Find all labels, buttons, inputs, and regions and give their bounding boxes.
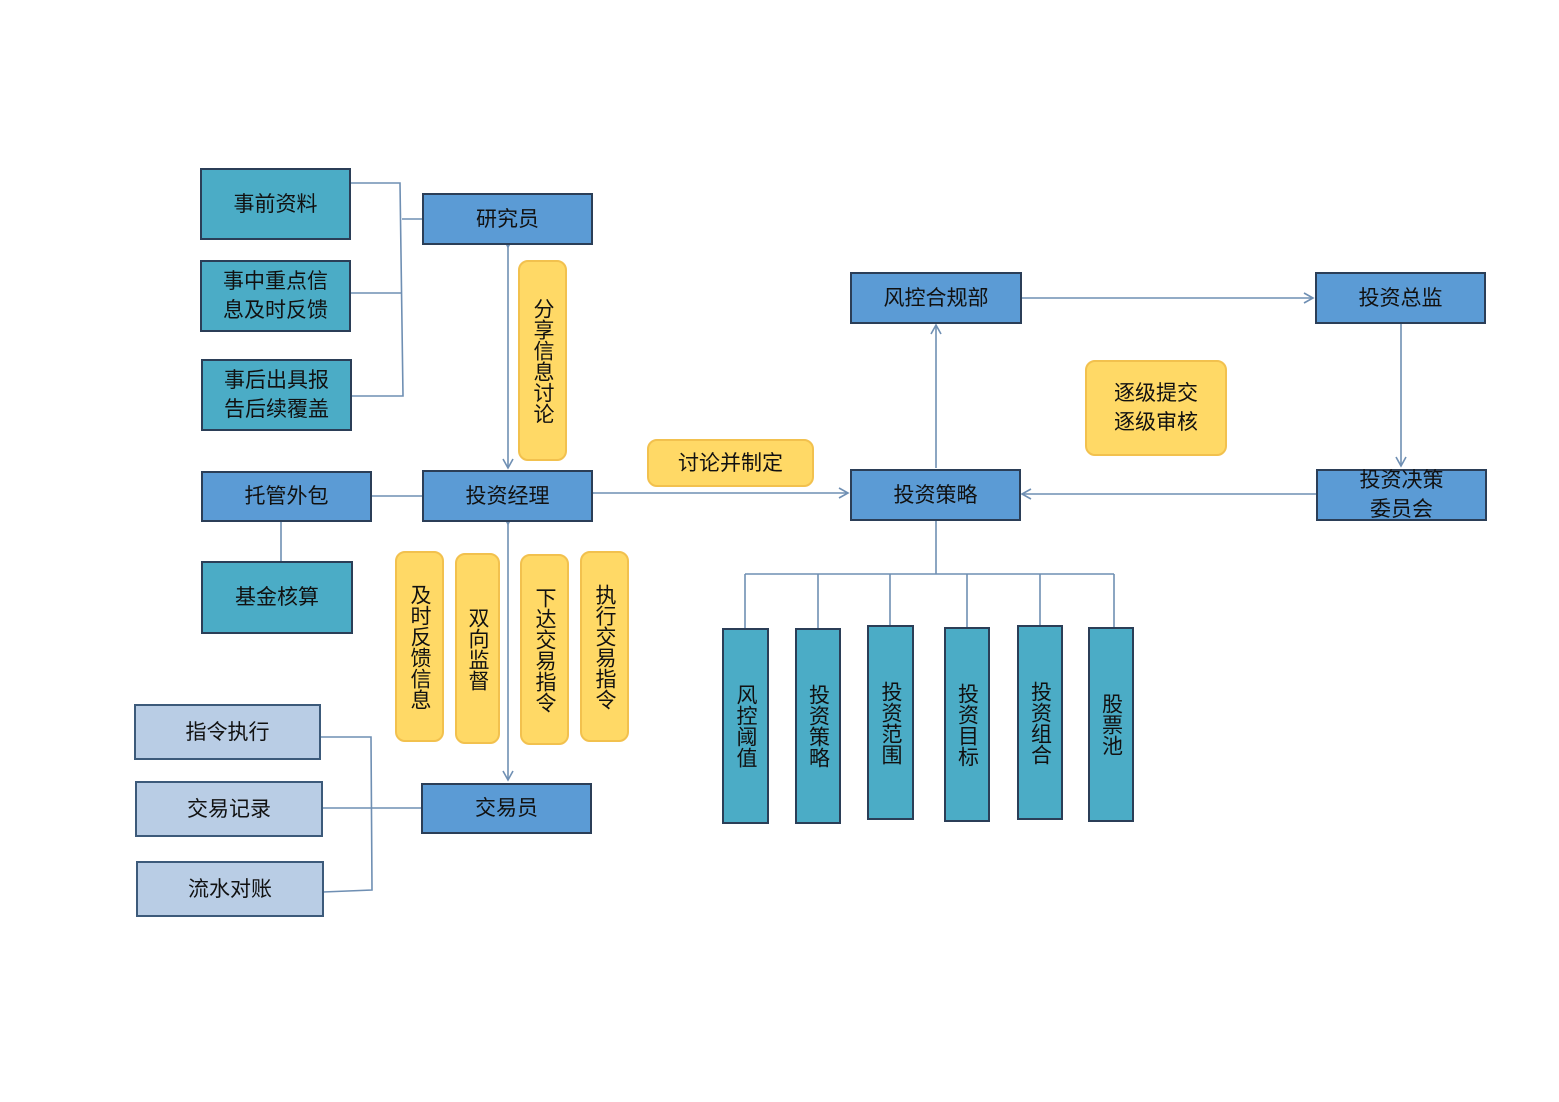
box-committee: 投资决策 委员会: [1316, 468, 1487, 521]
bracket-trader-tasks: [320, 736, 373, 893]
box-invest-portfolio: 投资组合: [1017, 625, 1063, 820]
box-trader: 交易员: [421, 783, 592, 834]
box-invest-strategy: 投资策略: [795, 628, 841, 824]
box-cio: 投资总监: [1315, 272, 1486, 324]
box-mid-feedback: 事中重点信 息及时反馈: [200, 260, 351, 332]
note-mutual-supervision: 双向监督: [455, 553, 500, 744]
note-timely-feedback: 及时反馈信息: [395, 551, 444, 742]
note-share-info: 分享信息讨论: [518, 260, 567, 461]
box-stock-pool: 股票池: [1088, 627, 1134, 822]
box-fund-accounting: 基金核算: [201, 561, 353, 634]
box-pre-materials: 事前资料: [200, 168, 351, 240]
box-post-report: 事后出具报 告后续覆盖: [201, 359, 352, 431]
box-trade-record: 交易记录: [135, 781, 323, 837]
box-order-execution: 指令执行: [134, 704, 321, 760]
note-discuss-define: 讨论并制定: [647, 439, 814, 487]
box-reconciliation: 流水对账: [136, 861, 324, 917]
box-researcher: 研究员: [422, 193, 593, 245]
box-custody: 托管外包: [201, 471, 372, 522]
note-issue-orders: 下达交易指令: [520, 554, 569, 745]
box-invest-target: 投资目标: [944, 627, 990, 822]
box-risk-compliance: 风控合规部: [850, 272, 1022, 324]
box-risk-threshold: 风控阈值: [722, 628, 769, 824]
note-execute-orders: 执行交易指令: [580, 551, 629, 742]
box-portfolio-manager: 投资经理: [422, 470, 593, 522]
box-strategy: 投资策略: [850, 469, 1021, 521]
bracket-research-materials: [351, 182, 404, 397]
note-submit-review: 逐级提交 逐级审核: [1085, 360, 1227, 456]
box-invest-scope: 投资范围: [867, 625, 914, 820]
